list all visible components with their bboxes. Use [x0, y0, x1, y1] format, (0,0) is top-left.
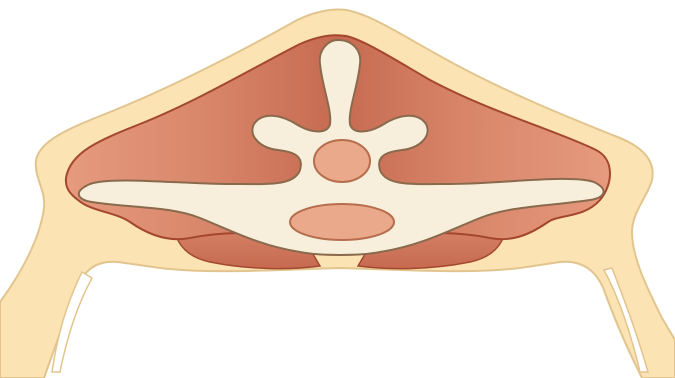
lower-cavity — [290, 204, 394, 240]
upper-cavity — [314, 140, 370, 182]
